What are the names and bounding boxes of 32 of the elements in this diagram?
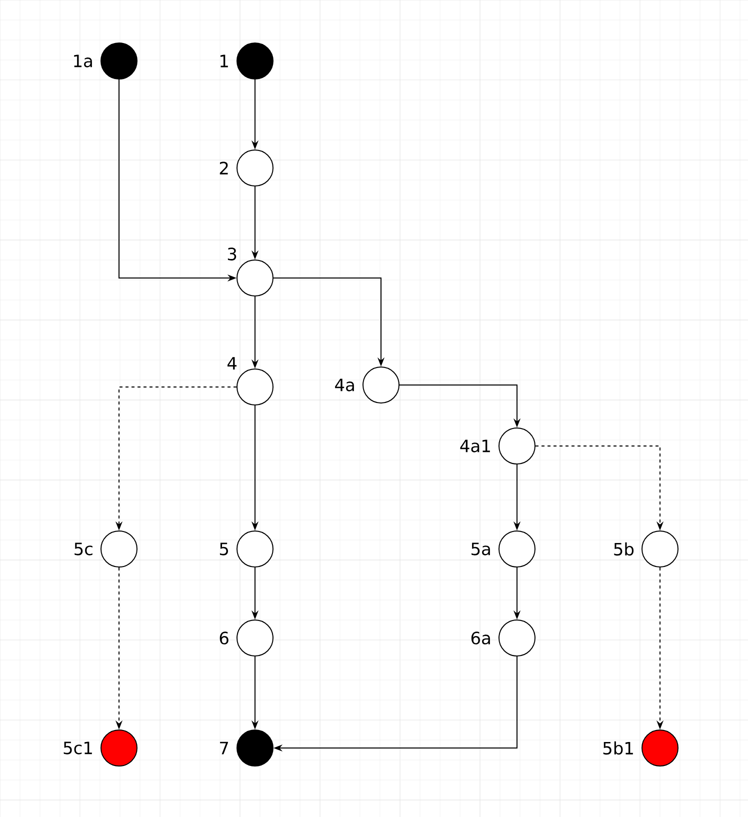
circle-node — [236, 620, 274, 656]
circle-node — [236, 42, 274, 80]
node-label: 1a — [74, 54, 92, 68]
circle-node — [498, 530, 536, 568]
circle-node — [236, 730, 274, 766]
node-label: 5c — [74, 542, 92, 556]
circle-node — [642, 730, 678, 766]
node-label: 7 — [220, 742, 228, 754]
node-label: 6 — [220, 632, 228, 644]
circle-node — [236, 368, 274, 406]
node-label: 4 — [227, 357, 237, 370]
circle-node — [100, 42, 138, 80]
node-label: 5b1 — [603, 741, 633, 755]
circle-node — [236, 260, 274, 296]
circle-node — [236, 530, 274, 568]
node-label: 3 — [228, 248, 236, 260]
circle-node — [498, 620, 536, 656]
node-label: 5b — [614, 542, 634, 556]
circle-node — [642, 530, 678, 568]
node-label: 4a1 — [460, 440, 490, 452]
node-label: 5a — [472, 542, 490, 556]
node-label: 1 — [220, 54, 228, 68]
node-label: 2 — [220, 162, 228, 174]
circle-node — [100, 530, 138, 568]
circle-node — [362, 366, 400, 404]
node-label: 5 — [220, 542, 228, 556]
node-label: 5c1 — [64, 742, 92, 754]
circle-node — [236, 150, 274, 186]
circle-node — [100, 730, 138, 766]
node-label: 4a — [335, 378, 354, 392]
circle-node — [498, 428, 536, 464]
node-label: 6a — [471, 632, 490, 644]
